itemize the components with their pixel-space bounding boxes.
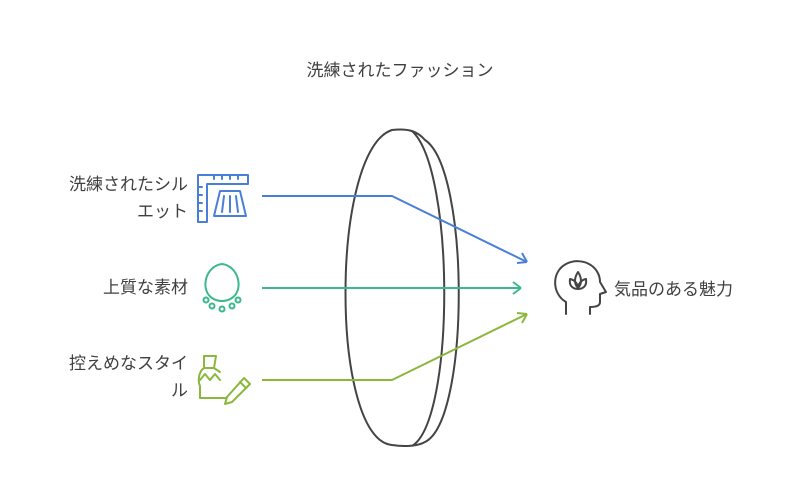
connector-material xyxy=(262,281,522,295)
input-label-style-line-1: 控えめなスタイ xyxy=(69,354,188,374)
input-label-material: 上質な素材 xyxy=(103,275,188,302)
connector-silhouette xyxy=(262,195,528,264)
input-label-material-line-1: 上質な素材 xyxy=(103,278,188,298)
output-label: 気品のある魅力 xyxy=(614,280,733,300)
input-label-style: 控えめなスタイ ル xyxy=(69,351,188,405)
input-label-style-line-2: ル xyxy=(171,381,188,401)
dress-pencil-icon xyxy=(197,355,251,405)
input-label-silhouette-line-1: 洗練されたシル xyxy=(69,175,188,195)
input-label-silhouette-line-2: エット xyxy=(137,202,188,222)
connector-style xyxy=(262,312,528,381)
ruler-skirt-icon xyxy=(197,174,249,223)
lens-rim xyxy=(411,130,446,447)
head-lotus-icon xyxy=(554,260,607,315)
necklace-icon xyxy=(202,262,242,313)
input-label-silhouette: 洗練されたシル エット xyxy=(69,172,188,226)
diagram-title: 洗練されたファッション xyxy=(306,61,494,81)
